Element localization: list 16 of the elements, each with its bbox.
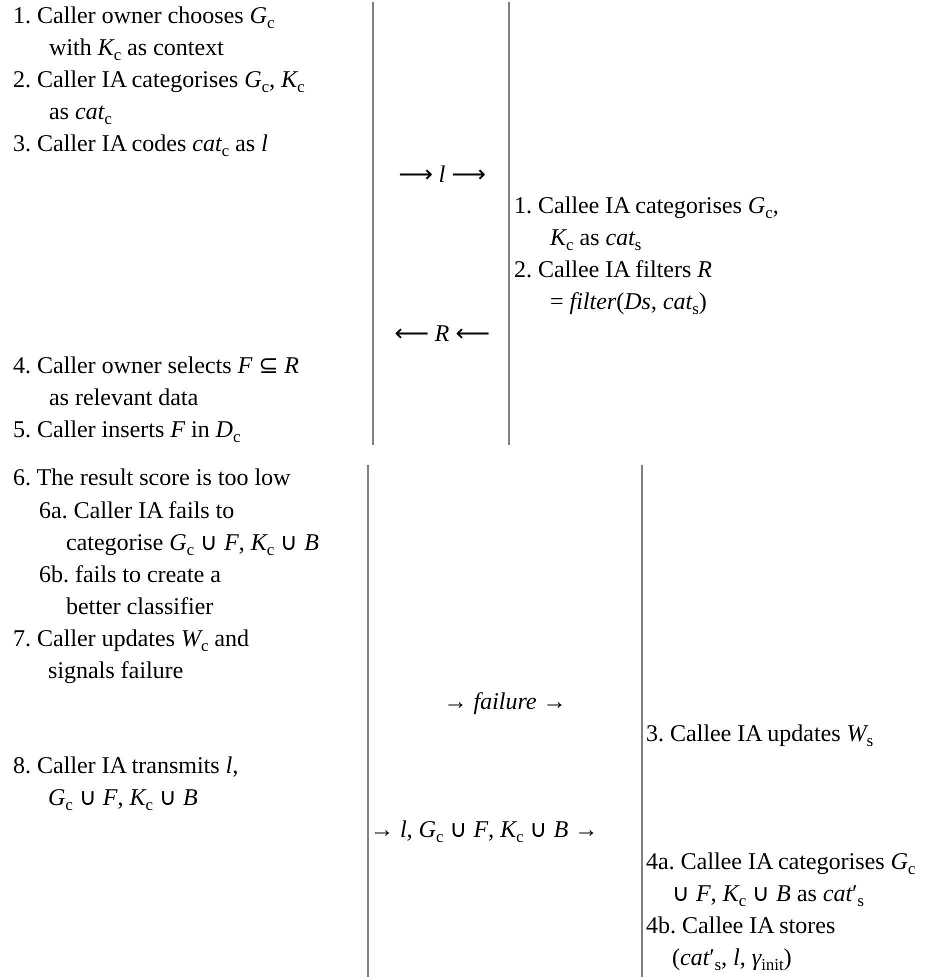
step-text: 7. Caller updates W$_{c}$ and signals failure xyxy=(13,625,250,686)
step-text: 5. Caller inserts F in D$_{c}$ xyxy=(13,416,242,446)
step-text: 4b. Callee IA stores (cat′$_{s}$, l, γ$_{init}$) xyxy=(646,912,836,974)
message-label: → l, G$_{c}$ ∪ F, K$_{c}$ ∪ B → xyxy=(370,816,600,846)
step-text: 1. Callee IA categorises G$_{c}$, K$_{c}$ as cat$_{s}$ xyxy=(514,192,780,254)
step-text: 1. Caller owner chooses G$_{c}$ with K$_{c}$ as context xyxy=(13,2,276,64)
message-label: → failure → xyxy=(442,688,568,717)
step-text: 8. Caller IA transmits l, G$_{c}$ ∪ F, K$_{c}$ ∪ B xyxy=(13,752,240,814)
step-text: 3. Callee IA updates W$_{s}$ xyxy=(646,720,874,750)
step-text: 2. Callee IA filters R = filter(Ds, cat$_{s}$) xyxy=(514,256,713,318)
step-text: 4a. Callee IA categorises G$_{c}$ ∪ F, K$_{c}$ ∪ B as cat′$_{s}$ xyxy=(646,848,916,910)
message-label: ⟵ R ⟵ xyxy=(394,320,490,349)
message-label: ⟶ l ⟶ xyxy=(398,161,486,190)
step-text: 6a. Caller IA fails to categorise G$_{c}$ ∪ F, K$_{c}$ ∪ B xyxy=(39,497,320,559)
step-text: 6. The result score is too low xyxy=(13,464,292,493)
step-text: 3. Caller IA codes cat$_{c}$ as l xyxy=(13,130,269,160)
